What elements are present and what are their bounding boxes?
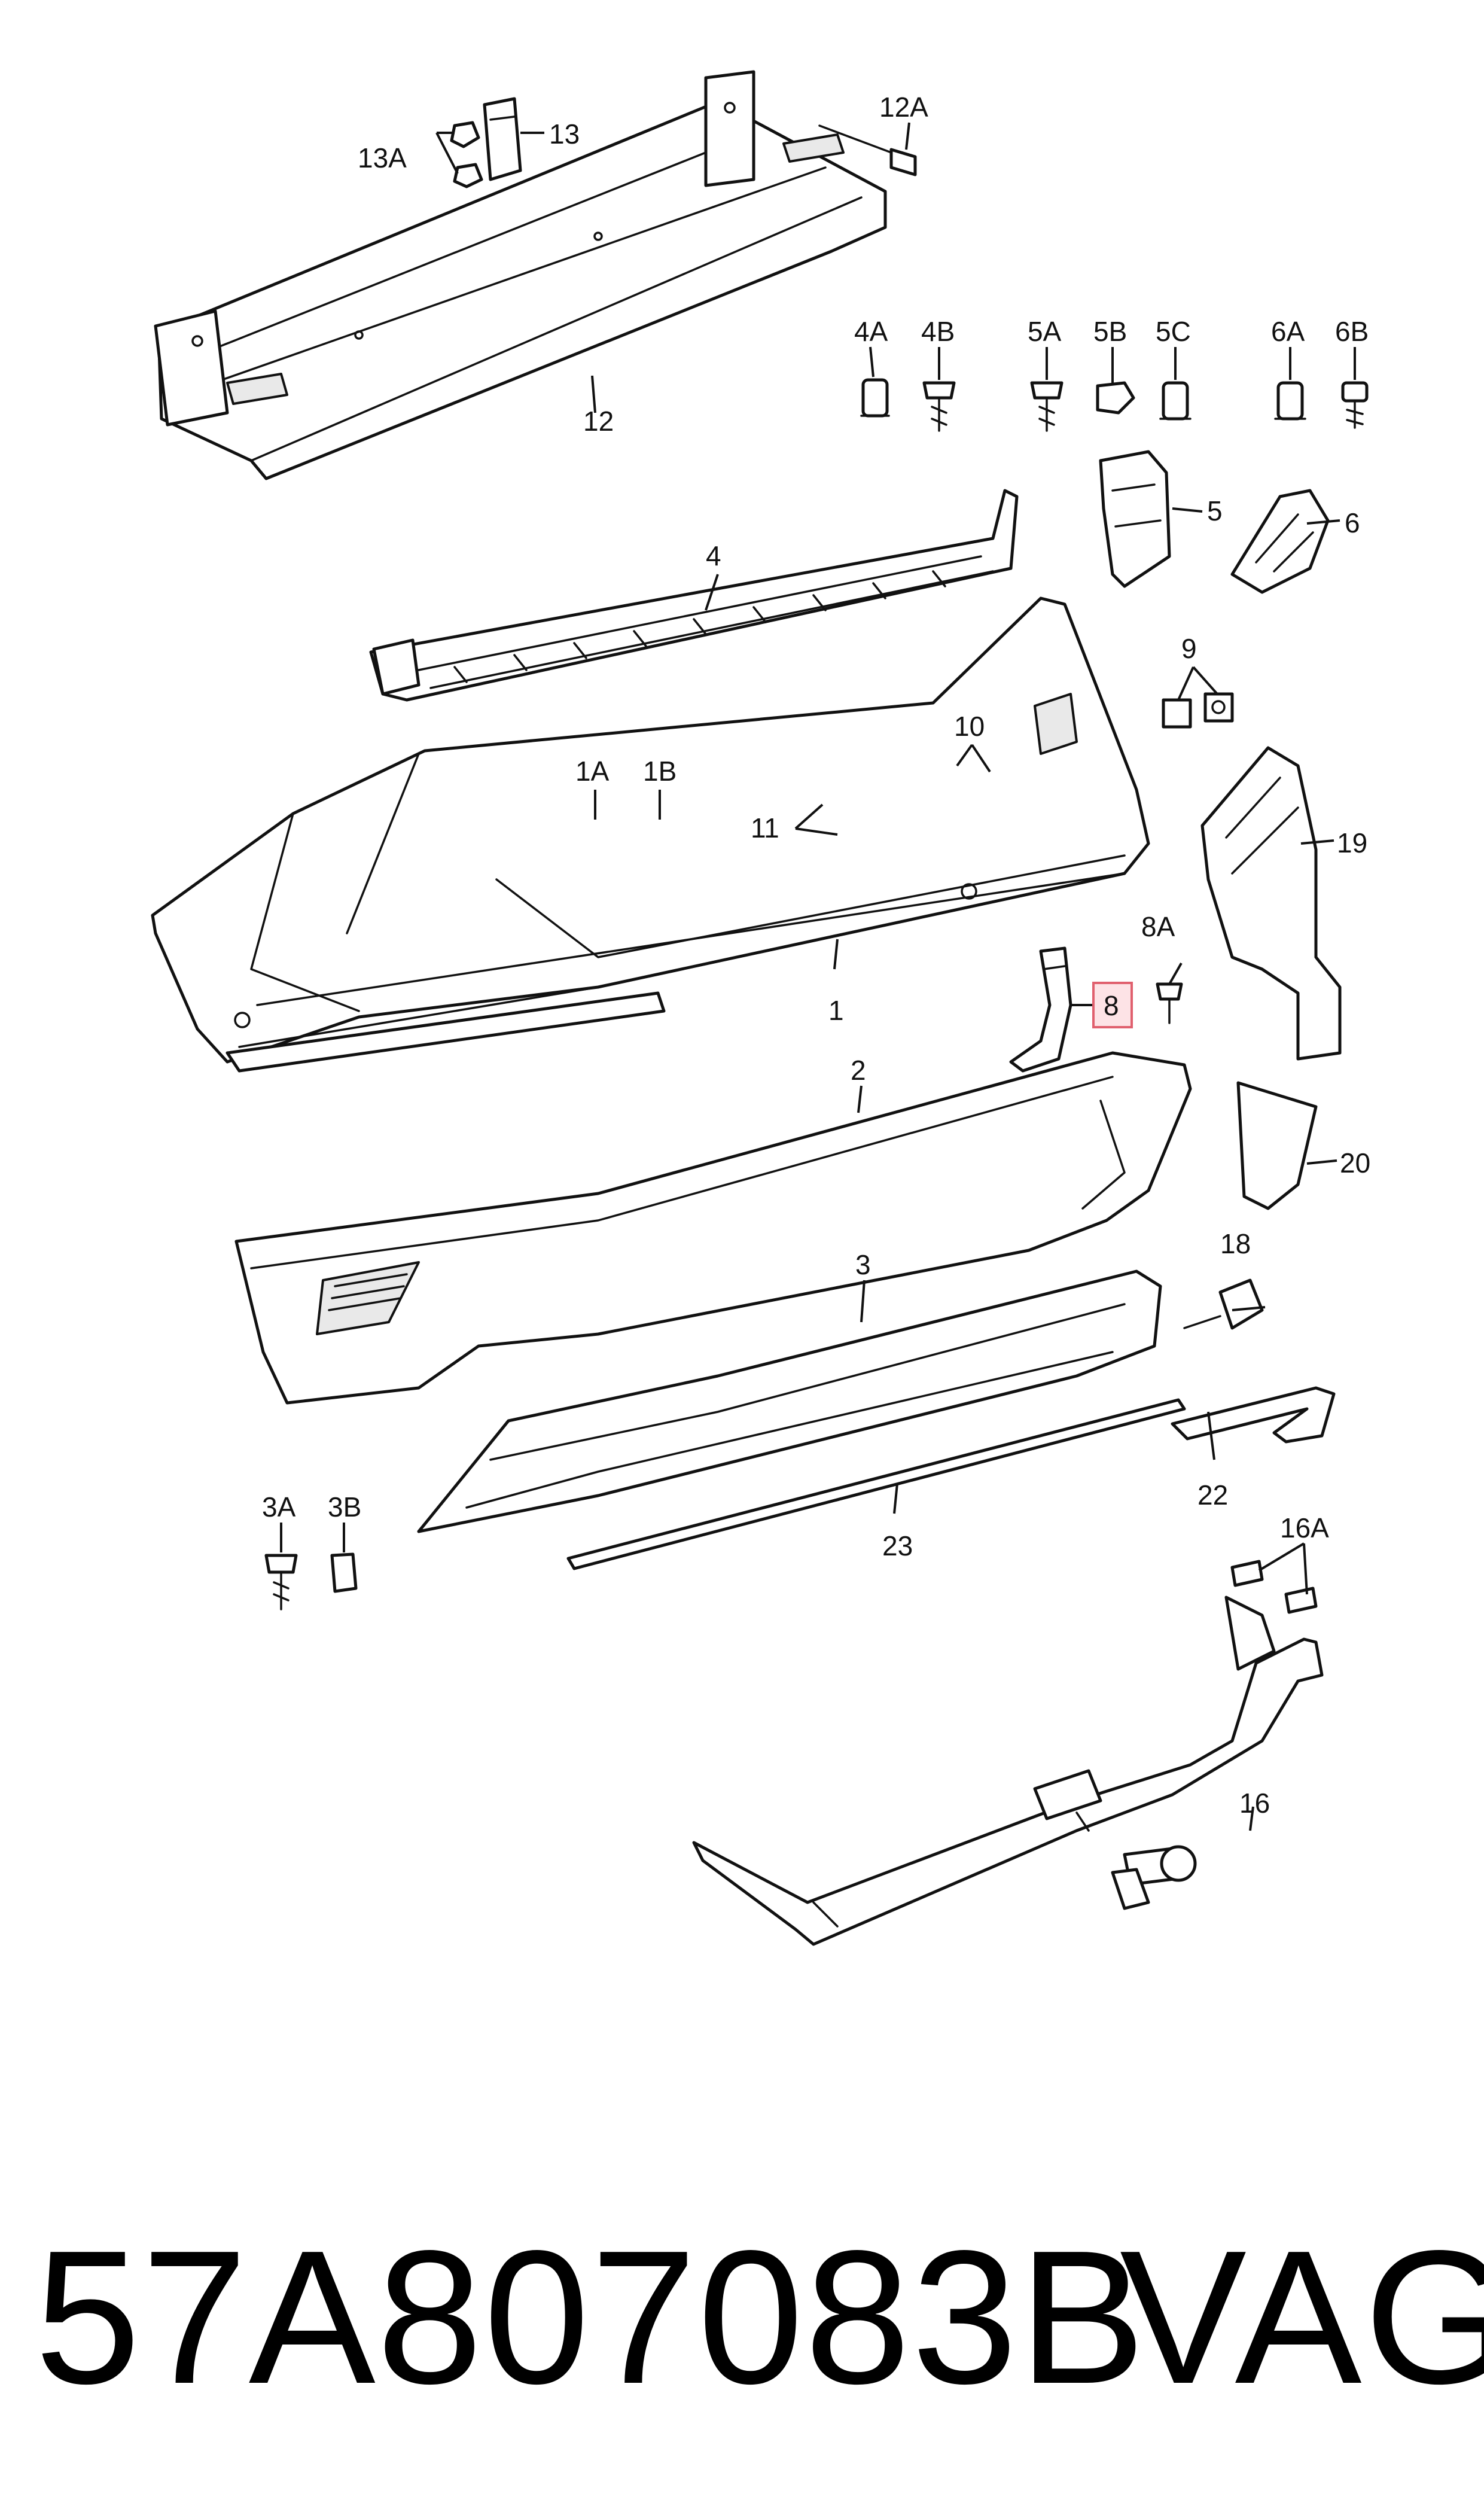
bolt-part-12A xyxy=(818,124,917,176)
trim-part-19 xyxy=(1200,746,1342,1061)
part-number: 57A807083B xyxy=(35,2211,1147,2423)
clip-part-8A xyxy=(1156,982,1183,1024)
callout-4A: 4A xyxy=(854,316,888,347)
screw-5A xyxy=(1030,381,1064,432)
callout-1: 1 xyxy=(828,995,844,1026)
callout-18: 18 xyxy=(1220,1228,1251,1259)
callout-11: 11 xyxy=(751,812,779,844)
trim-insert-part-3 xyxy=(417,1269,1162,1533)
fastener-4A xyxy=(860,378,890,418)
tow-bar-part-16 xyxy=(692,1596,1324,1946)
clip-part-9 xyxy=(1162,692,1234,729)
callout-1A: 1A xyxy=(575,756,610,787)
callout-5: 5 xyxy=(1207,495,1223,526)
bracket-part-13 xyxy=(483,97,522,181)
callout-6: 6 xyxy=(1345,507,1360,538)
callout-12: 12 xyxy=(583,406,614,437)
nut-part-13A xyxy=(450,121,483,188)
fastener-5C xyxy=(1159,381,1192,421)
callout-5B: 5B xyxy=(1093,316,1127,347)
fastener-6A xyxy=(1274,381,1306,421)
callout-22: 22 xyxy=(1197,1479,1228,1511)
bracket-part-6 xyxy=(1230,489,1330,594)
bracket-part-5 xyxy=(1099,450,1171,588)
callout-5A: 5A xyxy=(1028,316,1062,347)
callout-13: 13 xyxy=(549,118,580,150)
callout-8A: 8A xyxy=(1141,911,1175,942)
screw-3A xyxy=(264,1554,298,1610)
screw-6B xyxy=(1341,381,1369,429)
callout-12A: 12A xyxy=(879,92,928,123)
reinforcement-beam-part-12 xyxy=(154,70,887,480)
cap-part-18 xyxy=(1183,1278,1264,1330)
highlight-box-8 xyxy=(1092,982,1133,1028)
callout-4: 4 xyxy=(706,540,721,571)
brand-name: VAG xyxy=(1120,2211,1484,2423)
screw-4B xyxy=(922,381,956,432)
callout-3: 3 xyxy=(855,1249,871,1280)
diffuser-part-2 xyxy=(234,1051,1192,1405)
bumper-guide-part-4 xyxy=(369,489,1019,702)
bumper-cover-part-1 xyxy=(151,596,1150,1073)
clip-3B xyxy=(330,1552,358,1593)
callout-19: 19 xyxy=(1337,827,1367,858)
leader-lines xyxy=(280,122,1356,1831)
callout-2: 2 xyxy=(851,1055,866,1086)
nut-5B xyxy=(1096,381,1135,415)
callout-20: 20 xyxy=(1340,1147,1370,1179)
callout-16: 16 xyxy=(1239,1788,1270,1819)
callout-6A: 6A xyxy=(1271,316,1305,347)
cover-part-20 xyxy=(1236,1081,1318,1210)
callout-4B: 4B xyxy=(921,316,955,347)
callout-6B: 6B xyxy=(1335,316,1369,347)
callout-8: 8 xyxy=(1104,990,1119,1021)
callout-13A: 13A xyxy=(358,142,407,173)
callout-9: 9 xyxy=(1181,633,1197,664)
callout-3A: 3A xyxy=(262,1491,296,1523)
callout-16A: 16A xyxy=(1280,1512,1329,1543)
callout-23: 23 xyxy=(882,1530,913,1561)
strip-part-23 xyxy=(566,1398,1186,1570)
callout-10: 10 xyxy=(954,711,985,742)
callout-5C: 5C xyxy=(1156,316,1191,347)
callout-3B: 3B xyxy=(328,1491,361,1523)
bolt-part-16A xyxy=(1230,1560,1318,1614)
trim-strip-part-22 xyxy=(1171,1386,1336,1444)
bracket-part-8 xyxy=(1009,946,1072,1073)
callout-1B: 1B xyxy=(643,756,677,787)
